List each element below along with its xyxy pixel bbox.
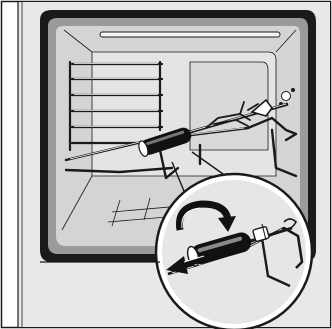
spit-socket bbox=[281, 91, 291, 101]
callout-rod-collar bbox=[252, 218, 298, 242]
spit-handle bbox=[138, 127, 192, 157]
callout-cradle-leg bbox=[260, 237, 291, 288]
spit-socket-hole bbox=[291, 88, 295, 92]
cavity-edge bbox=[275, 29, 297, 53]
callout-handle bbox=[186, 232, 252, 267]
spit-fork bbox=[205, 101, 259, 129]
spit-fork bbox=[250, 98, 273, 117]
magnifier-callout bbox=[154, 172, 314, 329]
shelf-rack bbox=[68, 60, 164, 152]
cavity-edge bbox=[61, 175, 93, 231]
pull-out-arrow-icon bbox=[166, 255, 207, 274]
cavity-edge bbox=[63, 29, 93, 53]
shelf-rack-highlight bbox=[74, 63, 158, 127]
rotate-arrow-icon bbox=[175, 200, 236, 232]
top-heating-element bbox=[99, 31, 281, 38]
